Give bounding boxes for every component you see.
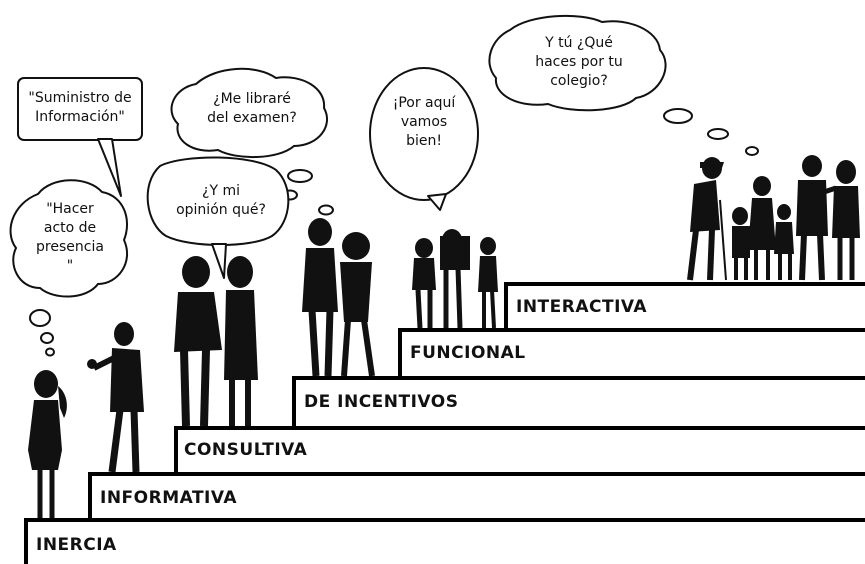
step-4-de-incentivos	[292, 376, 865, 430]
bubble-text-por-aqui: ¡Por aquí vamos bien!	[392, 95, 456, 149]
staircase	[24, 282, 865, 564]
step-label-consultiva: CONSULTIVA	[184, 440, 308, 460]
bubble-text-y-tu: Y tú ¿Qué haces por tu colegio?	[535, 35, 623, 89]
step-label-inercia: INERCIA	[36, 535, 117, 555]
step-5-funcional	[398, 328, 865, 380]
thought-bubble-librare	[170, 67, 329, 201]
silhouette-students-consultiva	[174, 256, 258, 427]
step-label-de-incentivos: DE INCENTIVOS	[304, 392, 459, 412]
speech-bubble-suministro	[17, 77, 143, 197]
silhouette-girl-inercia	[28, 370, 67, 518]
step-label-funcional: FUNCIONAL	[410, 343, 526, 363]
step-3-consultiva	[174, 426, 865, 476]
bubble-text-suministro: "Suministro de Información"	[28, 90, 132, 125]
silhouette-man-informativa	[87, 322, 144, 473]
silhouette-group-de-incentivos	[302, 218, 375, 377]
thought-bubble-hacer-acto	[9, 179, 129, 357]
step-2-informativa	[88, 472, 865, 522]
bubble-text-hacer-acto: "Hacer acto de presencia "	[36, 201, 104, 274]
step-label-informativa: INFORMATIVA	[100, 488, 238, 508]
speech-bubble-opinion	[146, 156, 290, 279]
speech-bubble-por-aqui	[369, 67, 479, 211]
thought-dot-opinion	[318, 204, 334, 216]
step-label-interactiva: INTERACTIVA	[516, 297, 648, 317]
bubble-text-opinion: ¿Y mi opinión qué?	[176, 183, 266, 218]
silhouette-group-funcional	[412, 229, 498, 329]
thought-bubble-y-tu	[488, 14, 759, 156]
silhouette-community-interactiva	[687, 155, 860, 281]
bubble-text-librare: ¿Me libraré del examen?	[207, 91, 297, 126]
step-1-inercia	[24, 518, 865, 564]
